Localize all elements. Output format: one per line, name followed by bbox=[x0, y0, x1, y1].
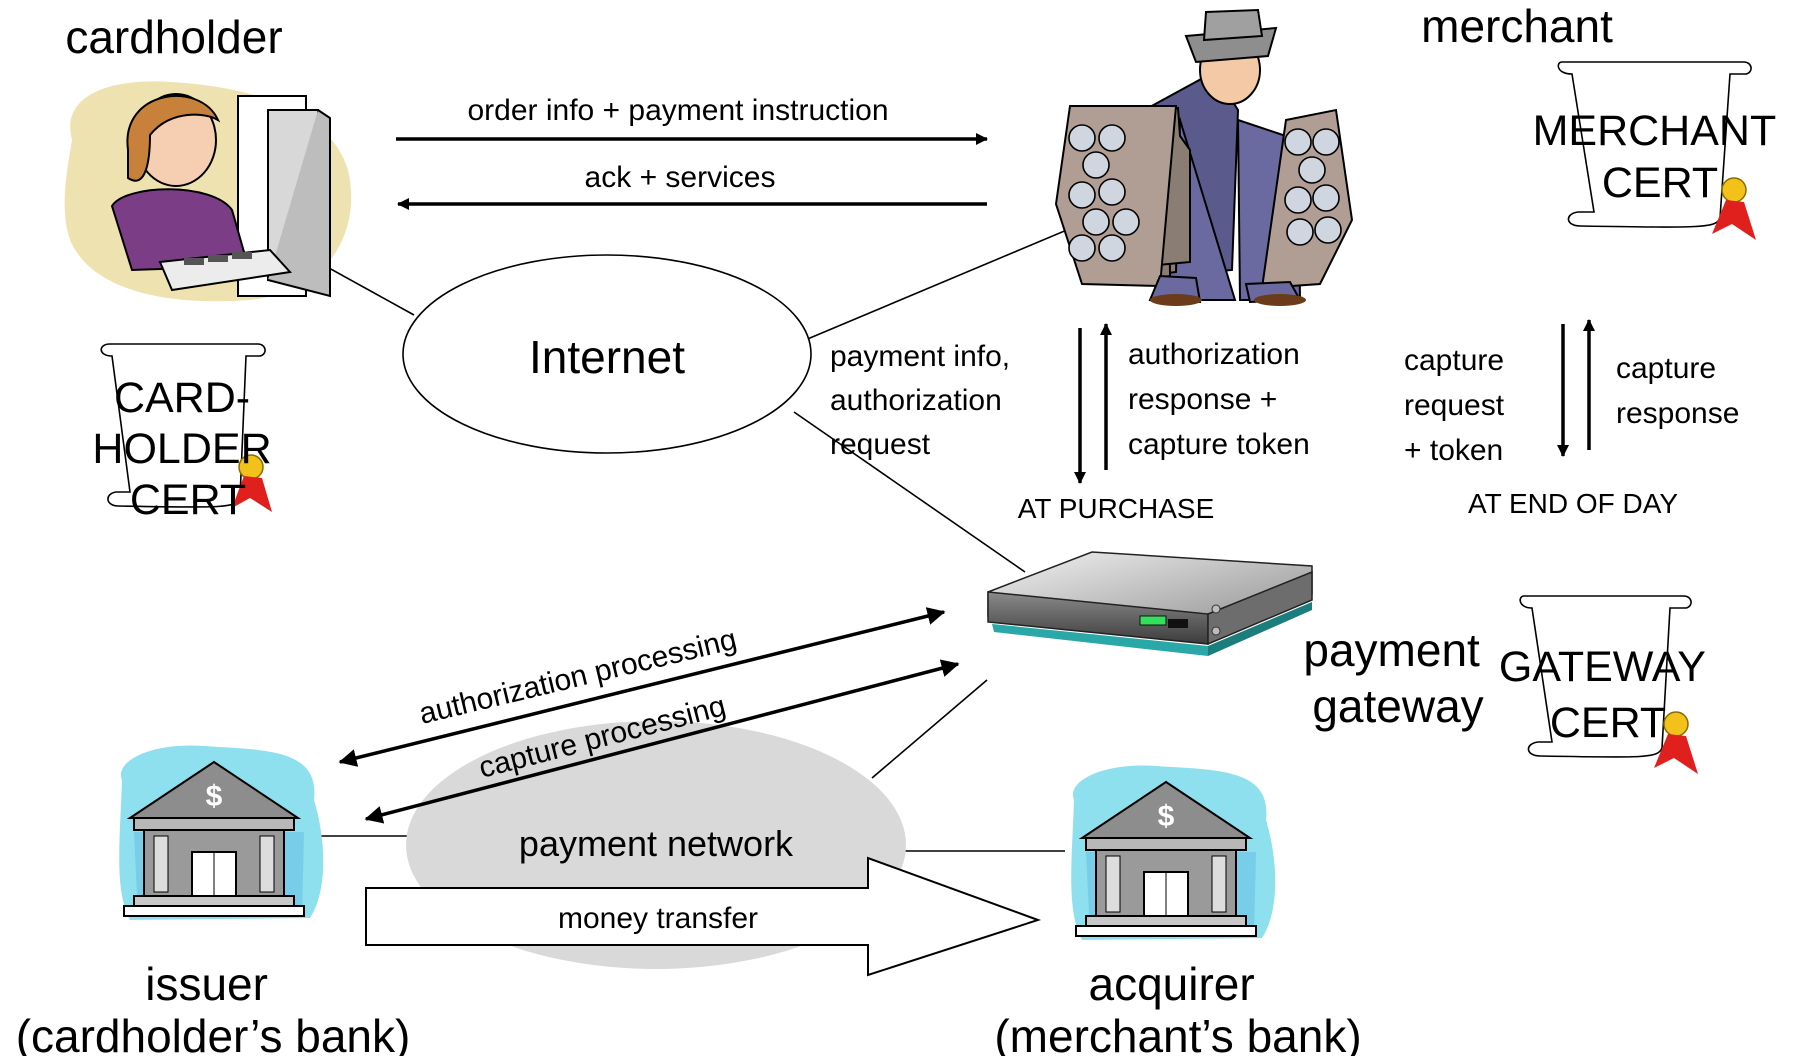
capture-request-line-3: + token bbox=[1404, 434, 1503, 467]
at-purchase-label: AT PURCHASE bbox=[1018, 493, 1215, 524]
acquirer-bank-icon: $ bbox=[1071, 765, 1276, 940]
merchant-label: merchant bbox=[1421, 0, 1613, 52]
issuer-label-line-1: issuer bbox=[145, 958, 268, 1010]
capture-response-line-2: response bbox=[1616, 397, 1739, 430]
order-label: order info + payment instruction bbox=[467, 94, 888, 127]
money-transfer-label: money transfer bbox=[558, 902, 758, 935]
issuer-label: issuer (cardholder’s bank) bbox=[16, 958, 411, 1056]
acquirer-label-line-1: acquirer bbox=[1089, 958, 1255, 1010]
person-at-computer-icon bbox=[64, 81, 352, 302]
payment-info-line-3: request bbox=[830, 428, 931, 461]
auth-response-line-3: capture token bbox=[1128, 428, 1310, 461]
issuer-label-line-2: (cardholder’s bank) bbox=[16, 1010, 411, 1056]
merchant-cert-scroll-icon bbox=[1557, 61, 1756, 240]
internet-gateway-link bbox=[793, 411, 1026, 573]
internet-label: Internet bbox=[529, 331, 685, 383]
cardholder-cert-scroll-icon bbox=[100, 343, 272, 512]
end-of-day-label: AT END OF DAY bbox=[1468, 488, 1678, 519]
capture-request-line-1: capture bbox=[1404, 344, 1504, 377]
cardholder-label: cardholder bbox=[65, 11, 282, 63]
capture-request-line-2: request bbox=[1404, 389, 1505, 422]
payment-network-label: payment network bbox=[519, 823, 794, 864]
capture-processing-arrow bbox=[364, 659, 960, 824]
merchant-coat-icon bbox=[1054, 8, 1354, 306]
issuer-bank-icon: $ bbox=[119, 745, 324, 920]
svg-text:$: $ bbox=[1158, 800, 1175, 833]
cardholder-cert-line-1: CARD- bbox=[114, 374, 250, 422]
gateway-cert-line-2: CERT bbox=[1550, 699, 1666, 747]
cardholder-cert-text: CARD- HOLDER CERT bbox=[92, 374, 283, 524]
svg-text:$: $ bbox=[206, 780, 223, 813]
merchant-cert-line-2: CERT bbox=[1602, 159, 1718, 207]
server-icon bbox=[987, 551, 1313, 656]
auth-response-line-2: response + bbox=[1128, 383, 1277, 416]
auth-response-label: authorization response + capture token bbox=[1128, 338, 1310, 461]
gateway-cert-line-1: GATEWAY bbox=[1499, 643, 1705, 691]
merchant-cert-text: MERCHANT CERT bbox=[1533, 107, 1788, 207]
payment-info-label: payment info, authorization request bbox=[830, 340, 1018, 461]
cardholder-cert-line-3: CERT bbox=[130, 476, 246, 524]
money-transfer-arrow bbox=[365, 856, 1042, 977]
gateway-cert-scroll-icon bbox=[1519, 595, 1698, 774]
gateway-network-link bbox=[871, 679, 988, 779]
ack-label: ack + services bbox=[585, 161, 776, 194]
gateway-cert-text: GATEWAY CERT bbox=[1499, 643, 1717, 747]
internet-cloud bbox=[402, 254, 812, 454]
capture-request-label: capture request + token bbox=[1404, 344, 1512, 467]
payment-info-line-2: authorization bbox=[830, 384, 1002, 417]
capture-response-label: capture response bbox=[1616, 352, 1739, 430]
gateway-label: payment gateway bbox=[1303, 624, 1492, 732]
payment-info-line-1: payment info, bbox=[830, 340, 1010, 373]
merchant-cert-line-1: MERCHANT bbox=[1533, 107, 1776, 155]
cardholder-cert-line-2: HOLDER bbox=[92, 425, 271, 473]
acquirer-label: acquirer (merchant’s bank) bbox=[994, 958, 1361, 1056]
capture-response-line-1: capture bbox=[1616, 352, 1716, 385]
auth-response-line-1: authorization bbox=[1128, 338, 1300, 371]
acquirer-label-line-2: (merchant’s bank) bbox=[994, 1010, 1361, 1056]
gateway-label-line-1: payment bbox=[1303, 624, 1480, 676]
gateway-label-line-2: gateway bbox=[1312, 680, 1483, 732]
